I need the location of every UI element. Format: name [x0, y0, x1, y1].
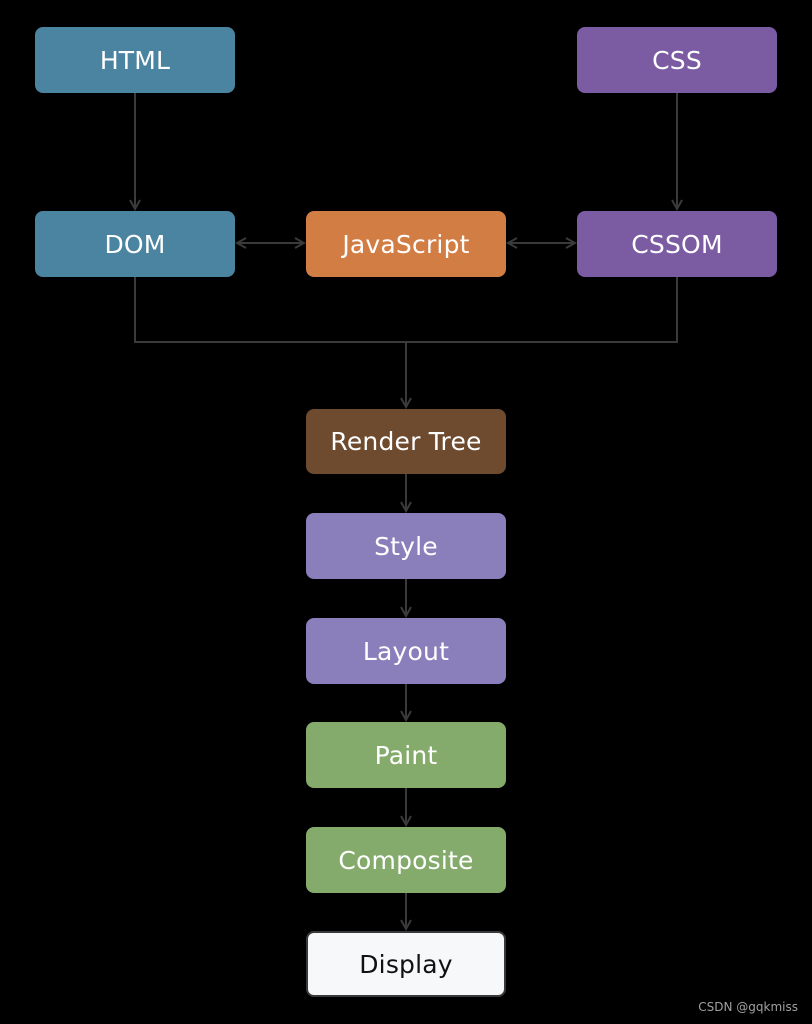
composite-node-label: Composite	[338, 845, 474, 875]
html-node-label: HTML	[99, 45, 171, 75]
paint-node: Paint	[306, 722, 506, 788]
watermark: CSDN @gqkmiss	[698, 1000, 798, 1014]
render-tree-node: Render Tree	[306, 409, 506, 474]
javascript-node-label: JavaScript	[342, 229, 470, 259]
composite-node: Composite	[306, 827, 506, 893]
style-node-label: Style	[374, 531, 438, 561]
render-tree-node-label: Render Tree	[330, 427, 482, 456]
css-node-label: CSS	[652, 45, 702, 75]
dom-node: DOM	[35, 211, 235, 277]
display-node-label: Display	[359, 949, 453, 979]
paint-node-label: Paint	[374, 740, 438, 770]
cssom-node-label: CSSOM	[631, 229, 723, 259]
cssom-node: CSSOM	[577, 211, 777, 277]
dom-node-label: DOM	[104, 229, 166, 259]
style-node: Style	[306, 513, 506, 579]
layout-node-label: Layout	[362, 636, 450, 666]
connector-cssom-down	[406, 277, 678, 343]
layout-node: Layout	[306, 618, 506, 684]
html-node: HTML	[35, 27, 235, 93]
javascript-node: JavaScript	[306, 211, 506, 277]
connector-dom-down	[134, 277, 406, 343]
display-node: Display	[306, 931, 506, 997]
css-node: CSS	[577, 27, 777, 93]
